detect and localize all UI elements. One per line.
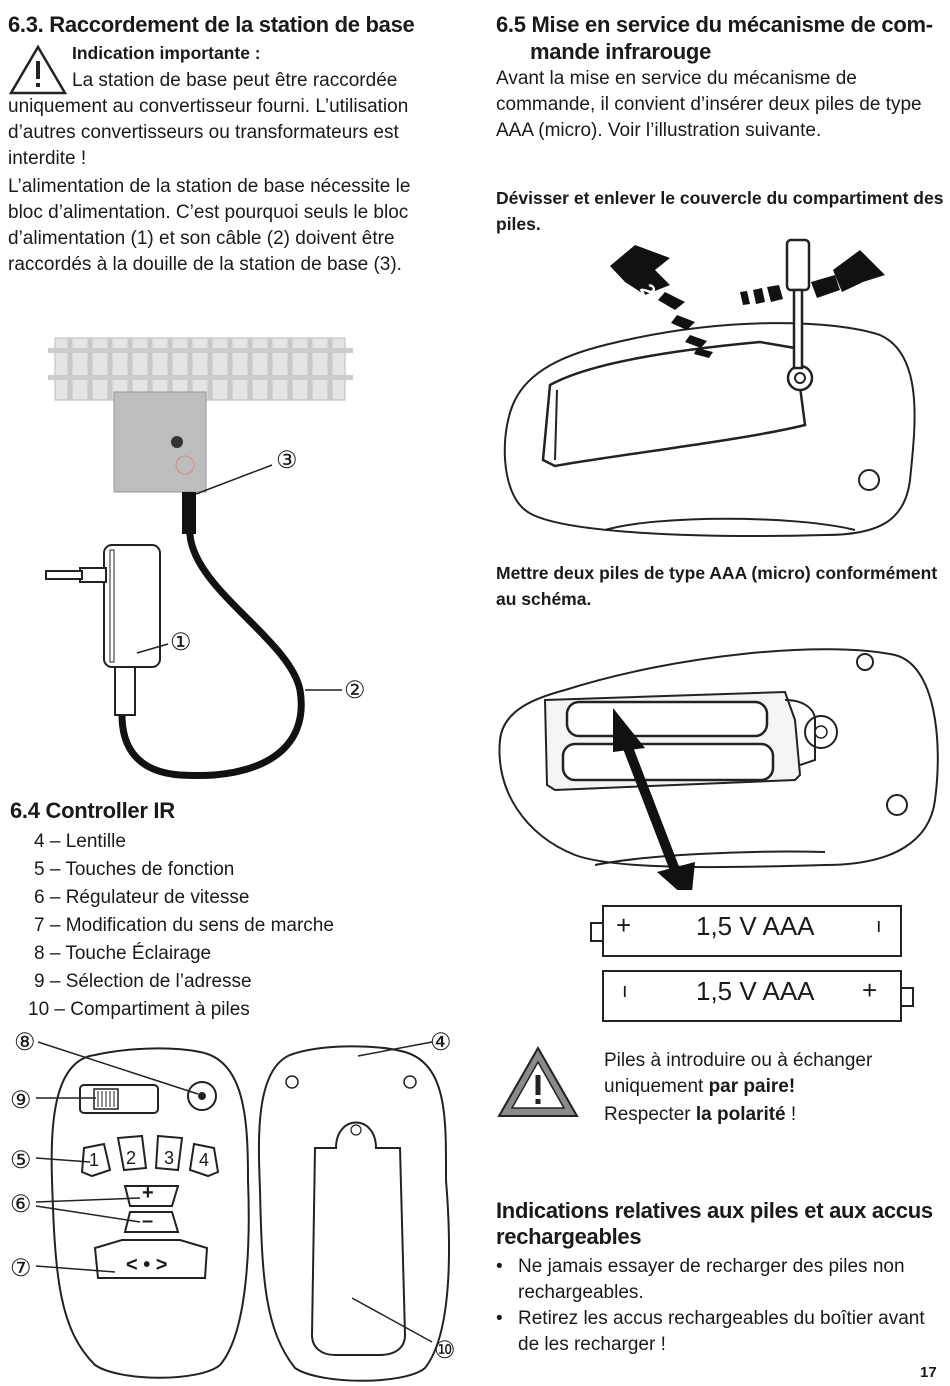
pair-warning-text: Piles à introduire ou à échanger uniquem… xyxy=(604,1048,872,1128)
page-number: 17 xyxy=(920,1364,937,1381)
track-piece xyxy=(48,337,353,401)
list-item: 10 – Compartiment à piles xyxy=(28,999,250,1020)
list-item: 9 – Sélection de l’adresse xyxy=(34,971,252,992)
pair-warning-line3: Respecter la polarité ! xyxy=(604,1104,797,1125)
callout-4: ④ xyxy=(430,1029,452,1056)
section-6-3-paragraph: L’alimentation de la station de base néc… xyxy=(8,176,411,275)
function-key-2: 2 xyxy=(126,1148,137,1168)
base-station-box xyxy=(113,391,207,493)
pair-warning-line1: Piles à introduire ou à échanger xyxy=(604,1050,873,1071)
function-key-4: 4 xyxy=(199,1150,210,1170)
list-item: 6 – Régulateur de vitesse xyxy=(34,887,250,908)
section-6-4-title: 6.4 Controller IR xyxy=(10,798,175,823)
callout-3: ③ xyxy=(276,447,298,474)
list-item: Ne jamais essayer de recharger des piles… xyxy=(496,1254,946,1306)
base-station-illustration xyxy=(45,337,353,780)
battery-cover xyxy=(310,1121,407,1356)
callout-10: ⑩ xyxy=(434,1337,456,1364)
indications-title: Indications relatives aux piles et aux a… xyxy=(496,1198,933,1249)
warning-text-line1: La station de base peut être raccordée xyxy=(72,70,398,91)
warning-text-rest: uniquement au convertisseur fourni. L’ut… xyxy=(8,96,409,169)
controller-illustration xyxy=(35,1041,450,1382)
callout-9: ⑨ xyxy=(10,1087,32,1114)
battery-1-left-sign: + xyxy=(616,910,632,940)
battery-2-right-sign: + xyxy=(862,975,878,1005)
battery-cover-removal-illustration xyxy=(503,238,916,537)
warning-heading: Indication importante : xyxy=(72,43,261,63)
section-6-5-title-line1: 6.5 Mise en service du mécanisme de com- xyxy=(496,12,933,37)
battery-insertion-illustration xyxy=(498,648,939,890)
function-key-3: 3 xyxy=(164,1148,175,1168)
list-item: 5 – Touches de fonction xyxy=(34,859,235,880)
callout-7: ⑦ xyxy=(10,1255,32,1282)
list-item: 4 – Lentille xyxy=(34,831,126,852)
battery-2-label: 1,5 V AAA xyxy=(696,976,815,1006)
list-item: Retirez les accus rechargeables du boîti… xyxy=(496,1306,946,1358)
speed-plus-key: + xyxy=(142,1182,154,1204)
list-item: 7 – Modification du sens de marche xyxy=(34,915,334,936)
section-6-5-paragraph: Avant la mise en service du mécanisme de… xyxy=(496,68,922,141)
step-2-instruction: Mettre deux piles de type AAA (micro) co… xyxy=(496,563,938,609)
section-6-3-title: 6.3. Raccordement de la station de base xyxy=(8,12,415,37)
warning-icon xyxy=(497,1045,579,1117)
callout-5: ⑤ xyxy=(10,1147,32,1174)
pair-warning-line2: uniquement par paire! xyxy=(604,1076,796,1097)
warning-icon xyxy=(8,44,68,95)
battery-indications-list: Ne jamais essayer de recharger des piles… xyxy=(496,1254,946,1358)
callout-1: ① xyxy=(170,629,192,656)
list-item: 8 – Touche Éclairage xyxy=(34,943,212,964)
battery-1-right-sign: ı xyxy=(876,915,882,937)
battery-1-label: 1,5 V AAA xyxy=(696,911,815,941)
controller-parts-list: 4 – Lentille 5 – Touches de fonction 6 –… xyxy=(28,828,334,1024)
battery-diagram-1: + 1,5 V AAA ı xyxy=(590,905,902,957)
callout-6: ⑥ xyxy=(10,1191,32,1218)
speed-minus-key: – xyxy=(142,1210,154,1232)
callout-8: ⑧ xyxy=(14,1029,36,1056)
battery-diagram-2: ı 1,5 V AAA + xyxy=(602,970,914,1022)
direction-key: < • > xyxy=(126,1254,168,1276)
callout-2: ② xyxy=(344,677,366,704)
section-6-5-title-line2: mande infrarouge xyxy=(530,39,712,64)
function-key-1: 1 xyxy=(89,1150,100,1170)
step-1-instruction: Dévisser et enlever le couvercle du comp… xyxy=(496,188,944,234)
battery-2-left-sign: ı xyxy=(622,980,628,1002)
